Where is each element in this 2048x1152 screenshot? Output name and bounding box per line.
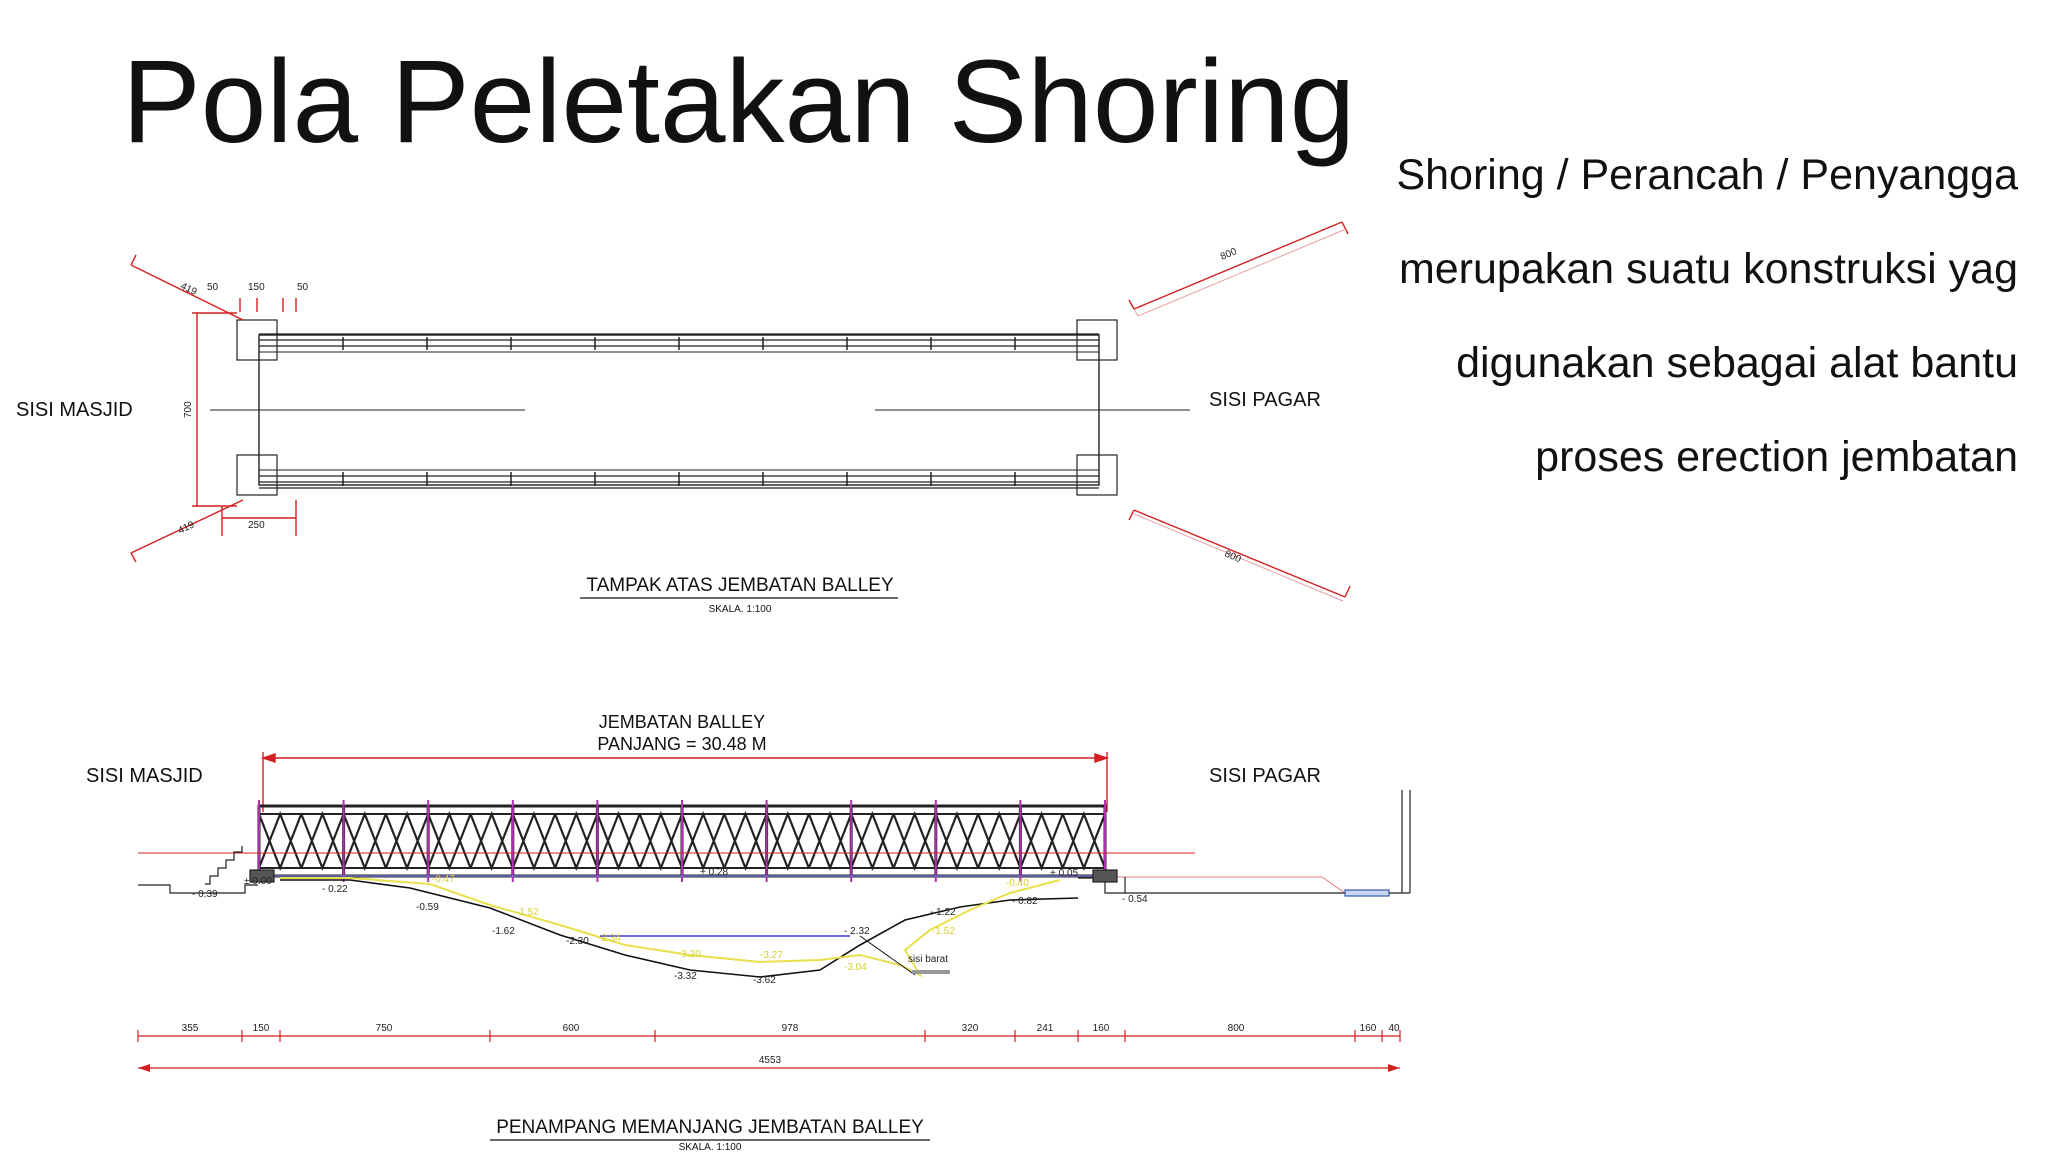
- span-dim-6: 320: [962, 1023, 979, 1034]
- dim-800-top: 800: [1219, 246, 1239, 263]
- section-right-label: SISI PAGAR: [1209, 765, 1321, 787]
- top-view-right-label: SISI PAGAR: [1209, 389, 1321, 411]
- abutment-block-br: [1076, 454, 1118, 496]
- span-dim-3: 750: [376, 1023, 393, 1034]
- elev-000: ± 0.00: [244, 876, 272, 887]
- elev-m059: -0.59: [416, 902, 439, 913]
- description-line-4: proses erection jembatan: [1535, 433, 2018, 481]
- elev-m122: - 1.22: [930, 907, 956, 918]
- span-dim-10: 160: [1360, 1023, 1377, 1034]
- ylevel-5: -3.27: [760, 950, 783, 961]
- ylevel-8: -0.40: [1006, 878, 1029, 889]
- section-scale: SKALA. 1:100: [679, 1142, 742, 1152]
- ylevel-4: -3.20: [678, 949, 701, 960]
- label-sisi-barat: sisi barat: [908, 954, 948, 965]
- section-view: JEMBATAN BALLEY PANJANG = 30.48 M SISI M…: [86, 712, 1411, 1152]
- dim-50-left: 50: [207, 282, 219, 293]
- left-abutment: [138, 846, 275, 894]
- elev-m054: - 0.54: [1122, 894, 1148, 905]
- dim-150: 150: [248, 282, 265, 293]
- span-dimension-chain: [137, 1030, 1401, 1069]
- design-level-labels: -0.47 -1.52 -2.34 -3.20 -3.27 -3.04 -1.5…: [432, 874, 1029, 973]
- section-caption: PENAMPANG MEMANJANG JEMBATAN BALLEY: [496, 1117, 924, 1138]
- ylevel-1: -0.47: [432, 874, 455, 885]
- ylevel-6: -3.04: [844, 962, 867, 973]
- span-dim-5: 978: [782, 1023, 799, 1034]
- elev-m022: - 0.22: [322, 884, 348, 895]
- top-view-plan: SISI MASJID SISI PAGAR: [16, 221, 1351, 615]
- span-dim-4: 600: [563, 1023, 580, 1034]
- bridge-length: PANJANG = 30.48 M: [597, 734, 766, 754]
- dim-250: 250: [248, 520, 265, 531]
- bailey-truss: [257, 800, 1107, 882]
- right-abutment: [1078, 790, 1411, 897]
- span-dim-8: 160: [1093, 1023, 1110, 1034]
- span-dim-11: 40: [1388, 1023, 1400, 1034]
- sisi-barat-marker: [912, 970, 950, 974]
- page-title: Pola Peletakan Shoring: [122, 36, 1356, 168]
- elev-m082: - 0.82: [1012, 896, 1038, 907]
- elev-m362: -3.62: [753, 975, 776, 986]
- dim-419-bottom: 419: [176, 519, 196, 536]
- dim-800-bottom: 800: [1223, 549, 1243, 566]
- panel-ticks: [342, 337, 1016, 486]
- span-dimension-labels: 355 150 750 600 978 320 241 160 800 160 …: [182, 1023, 1400, 1066]
- dim-50-right: 50: [297, 282, 309, 293]
- description-line-3: digunakan sebagai alat bantu: [1456, 339, 2018, 387]
- elev-p028: + 0.28: [700, 867, 729, 878]
- truss-diagonals: [257, 810, 1107, 872]
- elev-m039: - 0.39: [192, 889, 218, 900]
- abutment-block-bl: [236, 454, 278, 496]
- description-line-1: Shoring / Perancah / Penyangga: [1396, 151, 2018, 199]
- span-dim-9: 800: [1228, 1023, 1245, 1034]
- elev-m332: -3.32: [674, 971, 697, 982]
- design-ground-profile: [280, 877, 1061, 978]
- span-dim-7: 241: [1037, 1023, 1054, 1034]
- elev-m232: - 2.32: [844, 926, 870, 937]
- ylevel-2: -1.52: [516, 907, 539, 918]
- dim-700: 700: [183, 401, 194, 418]
- top-view-dimensions: [130, 221, 1351, 598]
- elev-m162: -1.62: [492, 926, 515, 937]
- description-text: Shoring / Perancah / Penyangga merupakan…: [1298, 140, 2018, 516]
- ylevel-3: -2.34: [598, 933, 621, 944]
- top-view-caption: TAMPAK ATAS JEMBATAN BALLEY: [586, 575, 894, 596]
- truss-joints: [258, 800, 1106, 882]
- dim-419-top: 419: [179, 281, 199, 298]
- section-left-label: SISI MASJID: [86, 765, 203, 787]
- elev-p005: + 0.05: [1050, 868, 1079, 879]
- description-line-2: merupakan suatu konstruksi yag: [1398, 245, 2018, 293]
- span-dim-2: 150: [253, 1023, 270, 1034]
- bridge-span-dimension: [260, 752, 1110, 812]
- existing-ground-profile: [280, 879, 1079, 978]
- elev-m230: -2.30: [566, 936, 589, 947]
- top-view-left-label: SISI MASJID: [16, 399, 133, 421]
- total-length-dim: 4553: [759, 1055, 782, 1066]
- bridge-name: JEMBATAN BALLEY: [599, 712, 765, 732]
- elevation-labels: - 0.39 ± 0.00 - 0.22 -0.59 -1.62 -2.30 -…: [192, 867, 1148, 986]
- top-view-scale: SKALA. 1:100: [709, 604, 772, 615]
- ylevel-7: -1.52: [932, 926, 955, 937]
- span-dim-1: 355: [182, 1023, 199, 1034]
